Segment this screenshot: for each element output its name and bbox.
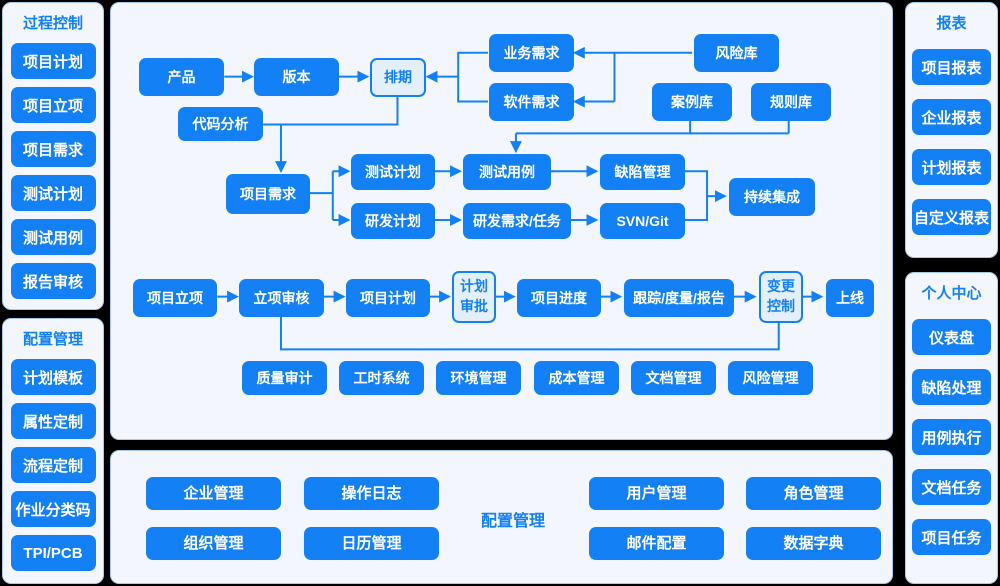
connector (280, 315, 780, 351)
node-doc-mgmt[interactable]: 文档管理 (631, 361, 716, 395)
sidebar-item-plan-template[interactable]: 计划模板 (10, 359, 96, 395)
node-mail-config[interactable]: 邮件配置 (589, 527, 724, 560)
sidebar-item-dashboard[interactable]: 仪表盘 (912, 319, 991, 355)
node-svn-git[interactable]: SVN/Git (600, 203, 685, 239)
node-risk-lib[interactable]: 风险库 (694, 34, 779, 72)
sidebar-item-test-plan[interactable]: 测试计划 (10, 175, 96, 211)
node-case-lib[interactable]: 案例库 (652, 83, 732, 121)
personal-center-title: 个人中心 (921, 285, 982, 302)
node-env-mgmt[interactable]: 环境管理 (436, 361, 521, 395)
node-org-mgmt[interactable]: 组织管理 (146, 527, 281, 560)
sidebar-item-defect-handle[interactable]: 缺陷处理 (912, 369, 991, 405)
node-calendar-mgmt[interactable]: 日历管理 (304, 527, 439, 560)
node-schedule[interactable]: 排期 (370, 58, 426, 97)
sidebar-item-plan-report[interactable]: 计划报表 (912, 149, 991, 185)
node-test-case[interactable]: 测试用例 (463, 154, 551, 190)
bottom-panel-title: 配置管理 (480, 513, 545, 530)
node-operation-log[interactable]: 操作日志 (304, 477, 439, 510)
node-change-control[interactable]: 变更 控制 (759, 271, 803, 323)
connector (515, 120, 790, 135)
node-project-initiation[interactable]: 项目立项 (133, 279, 217, 317)
node-quality-audit[interactable]: 质量审计 (242, 361, 327, 395)
node-project-plan[interactable]: 项目计划 (346, 279, 430, 317)
connector (263, 96, 399, 126)
sidebar-item-job-class-code[interactable]: 作业分类码 (10, 491, 96, 527)
config-mgmt-left-title: 配置管理 (22, 331, 83, 348)
process-control-title: 过程控制 (22, 15, 83, 32)
sidebar-item-attr-custom[interactable]: 属性定制 (10, 403, 96, 439)
node-data-dict[interactable]: 数据字典 (746, 527, 881, 560)
node-plan-approval[interactable]: 计划 审批 (452, 271, 496, 323)
node-initiation-review[interactable]: 立项审核 (239, 279, 324, 317)
node-project-progress[interactable]: 项目进度 (517, 279, 601, 317)
node-ci[interactable]: 持续集成 (729, 178, 815, 216)
node-time-system[interactable]: 工时系统 (339, 361, 424, 395)
node-test-plan[interactable]: 测试计划 (351, 154, 435, 190)
sidebar-item-project-report[interactable]: 项目报表 (912, 49, 991, 85)
report-title: 报表 (936, 15, 967, 32)
node-business-req[interactable]: 业务需求 (489, 34, 574, 72)
node-project-req[interactable]: 项目需求 (226, 174, 310, 214)
sidebar-item-report-review[interactable]: 报告审核 (10, 263, 96, 299)
sidebar-item-project-req[interactable]: 项目需求 (10, 131, 96, 167)
node-code-analysis[interactable]: 代码分析 (178, 107, 263, 141)
connector (683, 170, 709, 221)
node-risk-mgmt[interactable]: 风险管理 (728, 361, 813, 395)
sidebar-item-tpi-pcb[interactable]: TPI/PCB (10, 535, 96, 571)
sidebar-item-flow-custom[interactable]: 流程定制 (10, 447, 96, 483)
node-enterprise-mgmt[interactable]: 企业管理 (146, 477, 281, 510)
node-rule-lib[interactable]: 规则库 (751, 83, 831, 121)
node-version[interactable]: 版本 (254, 58, 339, 96)
panel-report: 报表 项目报表 企业报表 计划报表 自定义报表 (905, 2, 998, 258)
node-cost-mgmt[interactable]: 成本管理 (534, 361, 619, 395)
panel-config-mgmt-bottom: 配置管理 企业管理 操作日志 用户管理 角色管理 组织管理 日历管理 邮件配置 … (110, 450, 893, 584)
node-role-mgmt[interactable]: 角色管理 (746, 477, 881, 510)
sidebar-item-test-case[interactable]: 测试用例 (10, 219, 96, 255)
node-track-measure-report[interactable]: 跟踪/度量/报告 (624, 279, 734, 317)
sidebar-item-project-plan[interactable]: 项目计划 (10, 43, 96, 79)
sidebar-item-custom-report[interactable]: 自定义报表 (912, 199, 991, 235)
sidebar-item-project-initiation[interactable]: 项目立项 (10, 87, 96, 123)
sidebar-item-enterprise-report[interactable]: 企业报表 (912, 99, 991, 135)
node-defect-mgmt[interactable]: 缺陷管理 (600, 154, 685, 190)
connector (309, 171, 334, 221)
node-dev-plan[interactable]: 研发计划 (351, 203, 435, 239)
node-software-req[interactable]: 软件需求 (489, 83, 574, 121)
node-product[interactable]: 产品 (139, 58, 224, 96)
connector (457, 51, 489, 103)
sidebar-item-doc-task[interactable]: 文档任务 (912, 469, 991, 505)
panel-personal-center: 个人中心 仪表盘 缺陷处理 用例执行 文档任务 项目任务 (905, 272, 998, 584)
panel-process-control: 过程控制 项目计划 项目立项 项目需求 测试计划 测试用例 报告审核 (2, 2, 104, 310)
panel-config-mgmt-left: 配置管理 计划模板 属性定制 流程定制 作业分类码 TPI/PCB (2, 318, 104, 584)
panel-main-diagram: 产品 版本 排期 代码分析 业务需求 软件需求 风险库 案例库 规则库 项目需求… (110, 2, 893, 440)
node-dev-req-task[interactable]: 研发需求/任务 (463, 203, 571, 239)
sidebar-item-project-task[interactable]: 项目任务 (912, 519, 991, 555)
node-user-mgmt[interactable]: 用户管理 (589, 477, 724, 510)
node-online[interactable]: 上线 (826, 279, 874, 317)
sidebar-item-case-exec[interactable]: 用例执行 (912, 419, 991, 455)
